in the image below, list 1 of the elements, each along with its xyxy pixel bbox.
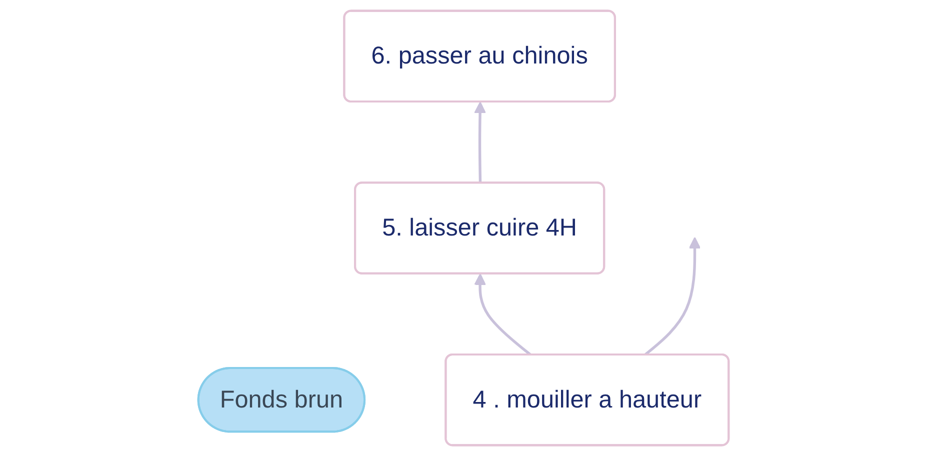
arrow: [474, 102, 486, 184]
